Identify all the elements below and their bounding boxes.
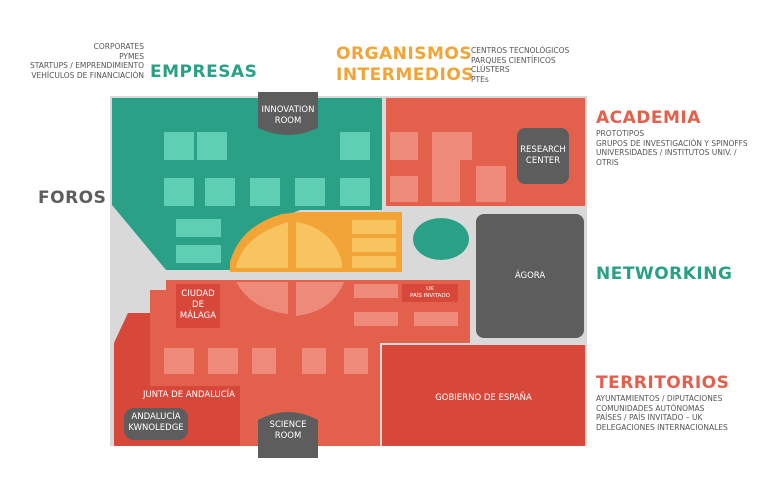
agora-label: ÁGORA <box>514 271 546 281</box>
empresas-item: PYMES <box>119 51 144 61</box>
uk-pais-invitado <box>402 284 458 302</box>
territorios-booth <box>296 282 344 316</box>
organismos-booth <box>352 220 396 234</box>
academia-item: UNIVERSIDADES / INSTITUTOS UNIV. / <box>596 148 737 158</box>
empresas-item: VEHÍCULOS DE FINANCIACIÓN <box>31 70 144 80</box>
organismos-items: CENTROS TECNOLÓGICOS PARQUES CIENTÍFICOS… <box>471 46 569 84</box>
territorios-booth <box>354 284 398 298</box>
andalucia-label: ANDALUCÍA KWNOLEDGE <box>128 412 184 433</box>
organismos-title-line1: ORGANISMOS <box>336 44 473 64</box>
empresas-booth <box>295 178 325 206</box>
territorios-title: TERRITORIOS <box>596 373 730 393</box>
academia-title: ACADEMIA <box>596 108 701 128</box>
empresas-item: CORPORATES <box>93 42 144 51</box>
science-room <box>258 412 318 458</box>
territorios-booth <box>414 312 458 326</box>
organismos-booth <box>296 222 342 268</box>
empresas-booth <box>176 245 221 263</box>
research-center <box>517 128 569 184</box>
territorios-booth <box>344 348 368 374</box>
gobierno-label: GOBIERNO DE ESPAÑA <box>435 393 532 403</box>
uk-label: UK PAÍS INVITADO <box>410 286 450 299</box>
empresas-booth <box>164 178 194 206</box>
organismos-item: PTEs <box>471 74 489 84</box>
academia-booth <box>476 166 506 202</box>
empresas-booth <box>176 219 221 237</box>
agora <box>476 214 584 338</box>
andalucia-knowledge <box>124 408 188 440</box>
empresas-booth <box>164 132 194 160</box>
territorios-booth <box>252 348 276 374</box>
academia-booth <box>390 176 418 202</box>
territorios-item: DELEGACIONES INTERNACIONALES <box>596 422 728 432</box>
networking-title: NETWORKING <box>596 264 733 284</box>
academia-items: PROTOTIPOS GRUPOS DE INVESTIGACIÓN Y SPI… <box>596 129 748 167</box>
academia-item: OTRIS <box>596 157 619 167</box>
organismos-item: CENTROS TECNOLÓGICOS <box>471 46 570 55</box>
ciudad-malaga <box>176 284 220 328</box>
organismos-title: ORGANISMOS INTERMEDIOS <box>336 44 474 86</box>
territorios-items: AYUNTAMIENTOS / DIPUTACIONES COMUNIDADES… <box>596 394 728 432</box>
organismos-item: PARQUES CIENTÍFICOS <box>471 55 556 65</box>
ciudad-malaga-label: CIUDAD DE MÁLAGA <box>179 289 217 321</box>
academia-booth <box>432 132 472 202</box>
empresas-booth <box>197 132 227 160</box>
innovation-room-label: INNOVATION ROOM <box>261 105 315 126</box>
academia-booth <box>390 132 418 160</box>
networking-pod <box>413 218 469 260</box>
territorios-booth <box>302 348 326 374</box>
empresas-item: STARTUPS / EMPRENDIMIENTO <box>29 61 144 71</box>
territorios-booth <box>164 348 194 374</box>
organismos-title-line2: INTERMEDIOS <box>336 65 475 85</box>
innovation-room <box>258 92 318 135</box>
territorios-booth <box>236 282 288 314</box>
academia-item: PROTOTIPOS <box>596 129 645 138</box>
organismos-booth <box>352 238 396 252</box>
foros-title: FOROS <box>38 188 107 208</box>
territorios-item: AYUNTAMIENTOS / DIPUTACIONES <box>596 394 723 403</box>
territorios-item: COMUNIDADES AUTÓNOMAS <box>596 403 705 413</box>
territorios-item: PAÍSES / PAÍS INVITADO – UK <box>596 413 703 423</box>
science-room-label: SCIENCE ROOM <box>269 420 307 441</box>
empresas-title: EMPRESAS <box>150 62 258 82</box>
empresas-booth <box>340 178 370 206</box>
organismos-booth <box>352 256 396 268</box>
empresas-booth <box>205 178 235 206</box>
organismos-item: CLÚSTERS <box>471 65 510 75</box>
gobierno-espana <box>382 345 585 446</box>
empresas-booth <box>340 132 370 160</box>
academia-item: GRUPOS DE INVESTIGACIÓN Y SPINOFFS <box>596 138 748 148</box>
territorios-booth <box>208 348 238 374</box>
empresas-items: CORPORATES PYMES STARTUPS / EMPRENDIMIEN… <box>30 42 144 80</box>
junta-label: JUNTA DE ANDALUCÍA <box>143 390 235 400</box>
research-center-label: RESEARCH CENTER <box>520 145 566 166</box>
empresas-booth <box>250 178 280 206</box>
territorios-booth <box>354 312 398 326</box>
organismos-booth <box>236 222 288 268</box>
